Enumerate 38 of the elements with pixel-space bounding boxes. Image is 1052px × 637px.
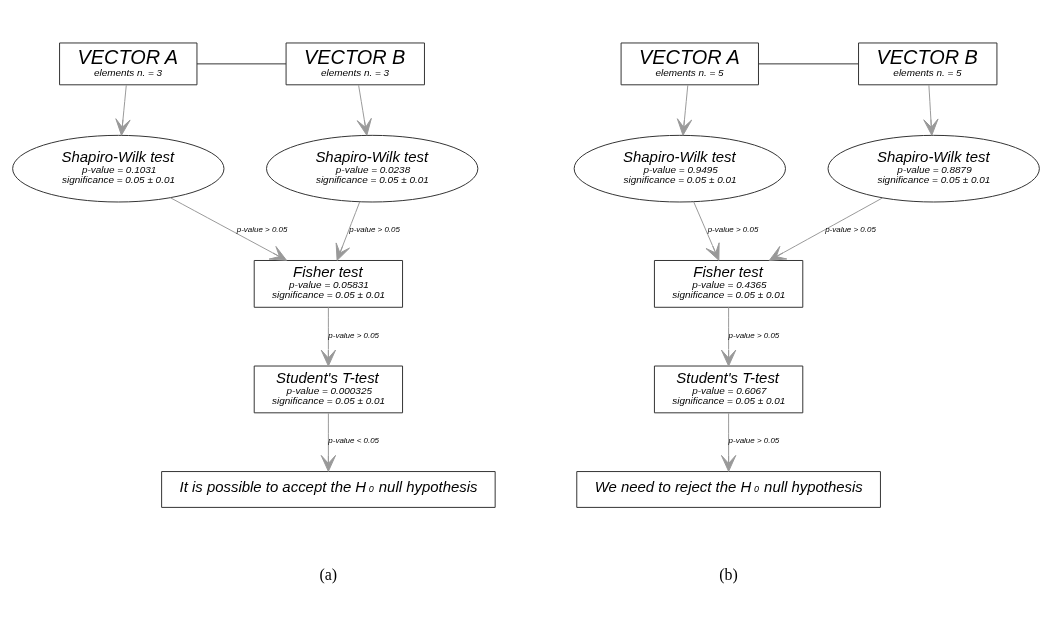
node-box: We need to reject the H0 null hypothesis [576, 471, 881, 508]
arrow [768, 197, 884, 261]
node-ellipse: Shapiro-Wilk test p-value = 0.8879 significance = 0.05 ± 0.01 [827, 134, 1040, 203]
arrow [115, 84, 131, 136]
arrow [320, 306, 337, 367]
arrow [320, 412, 337, 472]
node-box: Student's T-test p-value = 0.6067 significance = 0.05 ± 0.01 [653, 365, 804, 414]
node-ellipse: Shapiro-Wilk test p-value = 0.0238 significance = 0.05 ± 0.01 [266, 134, 479, 203]
edge-label: p-value > 0.05 [707, 225, 759, 235]
node-box: VECTOR B elements n. = 3 [285, 42, 425, 86]
node-box: VECTOR A elements n. = 5 [620, 42, 759, 86]
connector [196, 63, 287, 65]
label: (b) [719, 565, 738, 583]
node-box: It is possible to accept the H0 null hypothesis [161, 471, 496, 508]
edge-label: p-value > 0.05 [236, 225, 288, 235]
arrow [720, 412, 737, 472]
arrow [720, 306, 737, 367]
edge-label: p-value > 0.05 [349, 225, 400, 235]
node-box: VECTOR B elements n. = 5 [858, 42, 998, 86]
node-box: VECTOR A elements n. = 3 [59, 42, 198, 86]
arrow [693, 201, 720, 261]
edge-label: p-value > 0.05 [728, 330, 780, 340]
connector [758, 63, 859, 65]
node-ellipse: Shapiro-Wilk test p-value = 0.1031 significance = 0.05 ± 0.01 [12, 134, 225, 203]
arrow [923, 84, 939, 136]
node-box: Fisher test p-value = 0.05831 significance = 0.05 ± 0.01 [253, 260, 404, 308]
node-box: Fisher test p-value = 0.4365 significance = 0.05 ± 0.01 [653, 260, 804, 308]
edge-label: p-value < 0.05 [328, 436, 380, 446]
edge-label: p-value > 0.05 [825, 225, 876, 235]
node-box: Student's T-test p-value = 0.000325 significance = 0.05 ± 0.01 [253, 365, 404, 414]
node-ellipse: Shapiro-Wilk test p-value = 0.9495 significance = 0.05 ± 0.01 [573, 134, 786, 203]
arrow [169, 197, 288, 261]
label: (a) [319, 565, 338, 583]
arrow [356, 84, 372, 136]
edge-label: p-value > 0.05 [728, 436, 780, 446]
arrow [676, 84, 693, 136]
arrow [335, 201, 361, 261]
edge-label: p-value > 0.05 [328, 330, 380, 340]
